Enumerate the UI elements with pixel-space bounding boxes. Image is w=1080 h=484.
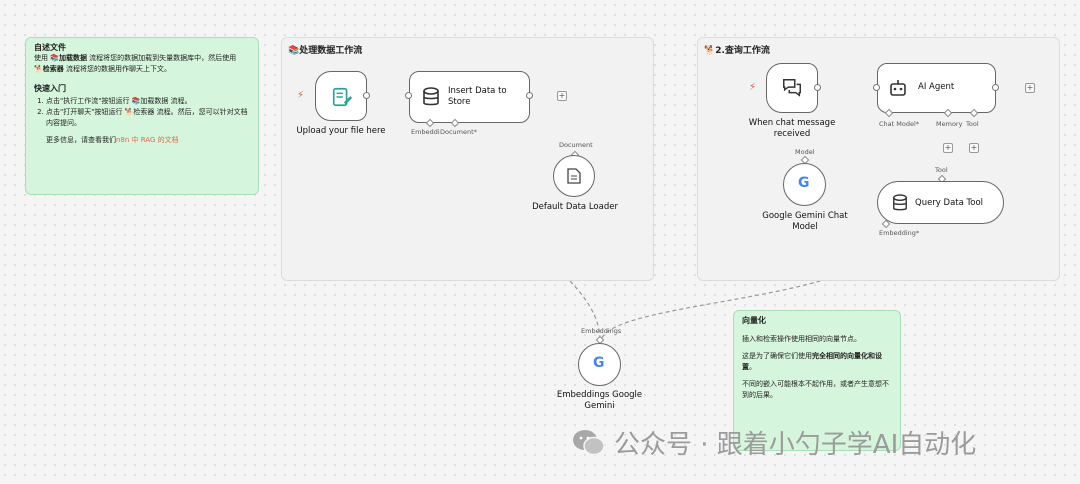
- rag-docs-link[interactable]: n8n 中 RAG 的文档: [116, 136, 179, 144]
- node-insert-input[interactable]: [405, 92, 412, 99]
- node-agent-label: AI Agent: [918, 82, 955, 92]
- port-memory-label: Memory: [936, 120, 963, 128]
- chat-icon: [783, 79, 801, 97]
- note-intro-title: 自述文件: [34, 43, 66, 52]
- port-chat-model-label: Chat Model*: [879, 120, 920, 128]
- port-tool-label: Tool: [966, 120, 979, 128]
- note-step: 点击"执行工作流"按钮运行 📚加载数据 流程。: [46, 96, 250, 107]
- add-node-button[interactable]: +: [1025, 83, 1035, 93]
- node-embeddings-gemini[interactable]: G: [578, 343, 621, 386]
- add-tool-button[interactable]: +: [969, 143, 979, 153]
- loader-port-label: Document: [559, 141, 593, 149]
- note-step: 点击"打开聊天"按钮运行 🐕检索器 流程。然后，您可以针对文档内容提问。: [46, 107, 250, 129]
- node-upload-label: Upload your file here: [296, 126, 386, 136]
- node-ai-agent[interactable]: AI Agent: [877, 63, 996, 113]
- node-loader-label: Default Data Loader: [532, 202, 618, 212]
- node-query-data-tool[interactable]: Query Data Tool: [877, 181, 1004, 224]
- node-insert-output[interactable]: [526, 92, 533, 99]
- google-icon: G: [798, 175, 810, 191]
- add-node-button[interactable]: +: [557, 91, 567, 101]
- google-icon: G: [593, 355, 605, 371]
- port-embedding-label: Embeddi: [411, 128, 440, 136]
- note-intro-text: 使用 📚加载数据 流程将您的数据加载到矢量数据库中，然后使用 🐕检索器 流程将您…: [34, 54, 237, 73]
- note-quickstart-title: 快速入门: [34, 84, 66, 93]
- form-icon: [332, 87, 353, 107]
- query-tool-embedding-label: Embedding*: [879, 229, 920, 237]
- query-tool-port-label: Tool: [935, 166, 948, 174]
- bolt-icon: ⚡: [749, 82, 757, 93]
- note-vector-p1: 插入和检索操作使用相同的向量节点。: [742, 335, 861, 343]
- note-intro[interactable]: 自述文件 使用 📚加载数据 流程将您的数据加载到矢量数据库中，然后使用 🐕检索器…: [25, 37, 259, 195]
- node-chat-output[interactable]: [814, 84, 821, 91]
- group-process-title: 📚处理数据工作流: [288, 46, 363, 56]
- gemini-chat-port-label: Model: [795, 148, 815, 156]
- group-query-title: 🐕2.查询工作流: [704, 46, 770, 56]
- bolt-icon: ⚡: [297, 90, 305, 101]
- note-steps: 点击"执行工作流"按钮运行 📚加载数据 流程。 点击"打开聊天"按钮运行 🐕检索…: [34, 96, 250, 129]
- wechat-icon: [573, 429, 605, 455]
- node-gemini-chat[interactable]: G: [783, 163, 826, 206]
- note-vector[interactable]: 向量化 插入和检索操作使用相同的向量节点。 这是为了确保它们使用完全相同的向量化…: [733, 310, 901, 451]
- node-default-data-loader[interactable]: [553, 155, 595, 197]
- node-agent-output[interactable]: [992, 84, 999, 91]
- node-agent-input[interactable]: [873, 84, 880, 91]
- note-vector-title: 向量化: [742, 316, 766, 325]
- document-icon: [567, 168, 581, 184]
- add-memory-button[interactable]: +: [943, 143, 953, 153]
- note-vector-p2: 这是为了确保它们使用完全相同的向量化和设置。: [742, 352, 882, 371]
- port-document-label: Document*: [440, 128, 477, 136]
- node-query-tool-label: Query Data Tool: [915, 198, 984, 208]
- watermark: 公众号 · 跟着小勺子学AI自动化: [572, 424, 976, 461]
- node-chat-trigger[interactable]: [766, 63, 818, 113]
- watermark-text: 公众号 · 跟着小勺子学AI自动化: [614, 430, 977, 460]
- database-icon: [423, 87, 439, 106]
- note-more: 更多信息，请查看我们n8n 中 RAG 的文档: [46, 136, 179, 144]
- node-upload[interactable]: [315, 71, 367, 121]
- node-upload-output[interactable]: [363, 92, 370, 99]
- embeddings-port-label: Embeddings: [581, 327, 622, 335]
- note-vector-p3: 不同的嵌入可能根本不起作用，或者产生意想不到的后果。: [742, 380, 889, 399]
- database-icon: [893, 194, 907, 211]
- robot-icon: [890, 80, 906, 96]
